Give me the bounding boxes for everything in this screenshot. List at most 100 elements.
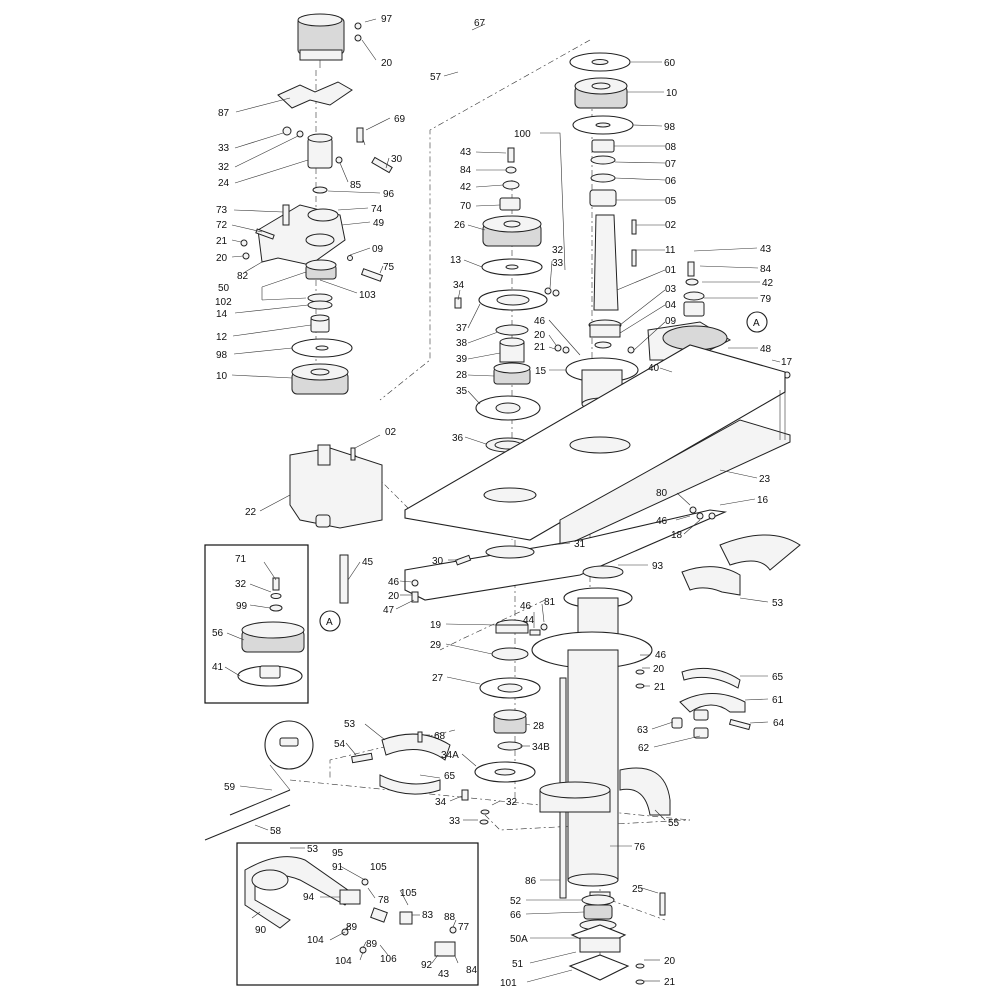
label-02: 02 xyxy=(385,427,397,438)
label-89: 89 xyxy=(366,939,378,950)
label-21: 21 xyxy=(534,342,546,353)
label-25: 25 xyxy=(632,884,644,895)
label-27: 27 xyxy=(432,673,444,684)
label-89: 89 xyxy=(346,922,358,933)
label-67: 67 xyxy=(474,18,486,29)
tube-76 xyxy=(567,649,619,881)
tensioner-frame xyxy=(236,842,479,986)
label-44: 44 xyxy=(523,615,535,626)
shaft-01 xyxy=(593,214,619,311)
label-07: 07 xyxy=(665,159,677,170)
detail-a-inset xyxy=(204,544,341,704)
label-82: 82 xyxy=(237,271,249,282)
label-33: 33 xyxy=(218,143,230,154)
label-55: 55 xyxy=(668,818,680,829)
label-92: 92 xyxy=(421,960,433,971)
label-40: 40 xyxy=(648,363,660,374)
label-83: 83 xyxy=(422,910,434,921)
gearbox-22-group xyxy=(289,444,383,529)
label-24: 24 xyxy=(218,178,230,189)
bottom-bearing-stack xyxy=(568,892,666,985)
label-32: 32 xyxy=(218,162,230,173)
label-03: 03 xyxy=(665,284,677,295)
label-34: 34 xyxy=(435,797,447,808)
plate-101 xyxy=(568,954,630,981)
label-53: 53 xyxy=(772,598,784,609)
label-31: 31 xyxy=(574,539,586,550)
label-84: 84 xyxy=(466,965,478,976)
detail-marker-a-inset xyxy=(319,610,341,632)
label-73: 73 xyxy=(216,205,228,216)
label-50: 50 xyxy=(218,283,230,294)
label-10: 10 xyxy=(666,88,678,99)
label-69: 69 xyxy=(394,114,406,125)
main-frame-plate xyxy=(404,344,791,601)
label-87: 87 xyxy=(218,108,230,119)
label-16: 16 xyxy=(757,495,769,506)
label-80: 80 xyxy=(656,488,668,499)
label-06: 06 xyxy=(665,176,677,187)
label-57: 57 xyxy=(430,72,442,83)
label-23: 23 xyxy=(759,474,771,485)
leader-lines xyxy=(224,18,781,983)
clamp-61 xyxy=(679,693,746,713)
label-42: 42 xyxy=(460,182,472,193)
label-41: 41 xyxy=(212,662,224,673)
label-20: 20 xyxy=(664,956,676,967)
left-clamp-group xyxy=(351,731,451,795)
label-90: 90 xyxy=(255,925,267,936)
label-78: 78 xyxy=(378,895,390,906)
label-76: 76 xyxy=(634,842,646,853)
lower-plate-16 xyxy=(404,509,728,601)
label-63: 63 xyxy=(637,725,649,736)
label-70: 70 xyxy=(460,201,472,212)
label-105: 105 xyxy=(370,862,387,873)
label-28: 28 xyxy=(533,721,545,732)
label-37: 37 xyxy=(456,323,468,334)
label-01: 01 xyxy=(665,265,677,276)
center-pulley-stack xyxy=(454,147,570,453)
label-36: 36 xyxy=(452,433,464,444)
label-86: 86 xyxy=(525,876,537,887)
clamp-65-right xyxy=(681,667,741,689)
label-85: 85 xyxy=(350,180,362,191)
label-09: 09 xyxy=(665,316,677,327)
label-65: 65 xyxy=(772,672,784,683)
label-32: 32 xyxy=(235,579,247,590)
label-101: 101 xyxy=(500,978,517,989)
label-91: 91 xyxy=(332,862,344,873)
label-a: A xyxy=(753,318,760,329)
label-96: 96 xyxy=(383,189,395,200)
label-105: 105 xyxy=(400,888,417,899)
label-81: 81 xyxy=(544,597,556,608)
label-65: 65 xyxy=(444,771,456,782)
label-106: 106 xyxy=(380,954,397,965)
label-104: 104 xyxy=(335,956,352,967)
label-38: 38 xyxy=(456,338,468,349)
label-11: 11 xyxy=(665,245,676,256)
label-26: 26 xyxy=(454,220,466,231)
label-46: 46 xyxy=(520,601,532,612)
label-43: 43 xyxy=(438,969,450,980)
label-60: 60 xyxy=(664,58,676,69)
label-77: 77 xyxy=(458,922,470,933)
label-46: 46 xyxy=(534,316,546,327)
label-43: 43 xyxy=(460,147,472,158)
label-74: 74 xyxy=(371,204,383,215)
label-20: 20 xyxy=(216,253,228,264)
label-21: 21 xyxy=(654,682,666,693)
label-49: 49 xyxy=(373,218,385,229)
label-54: 54 xyxy=(334,739,346,750)
tube-76-assembly xyxy=(531,565,671,901)
detail-marker-a xyxy=(746,311,768,333)
label-15: 15 xyxy=(535,366,547,377)
label-22: 22 xyxy=(245,507,257,518)
label-28: 28 xyxy=(456,370,468,381)
label-32: 32 xyxy=(552,245,564,256)
label-93: 93 xyxy=(652,561,664,572)
right-spindle-stack xyxy=(565,52,639,411)
label-56: 56 xyxy=(212,628,224,639)
label-46: 46 xyxy=(388,577,400,588)
label-30: 30 xyxy=(432,556,444,567)
